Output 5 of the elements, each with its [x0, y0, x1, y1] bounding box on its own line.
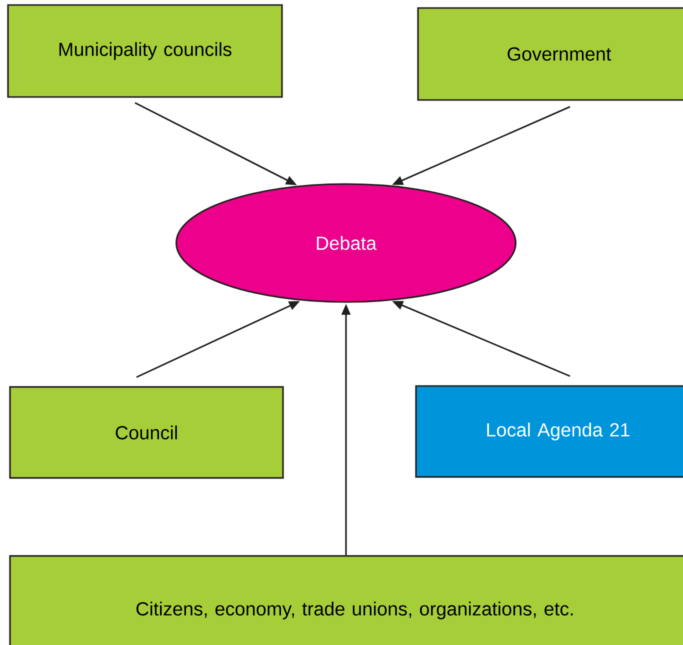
process-box: Local Agenda 21	[415, 385, 683, 478]
process-box: Council	[9, 386, 284, 479]
process-box: Municipality councils	[7, 4, 283, 98]
process-box: Citizens, economy, trade unions, organizations, etc.	[9, 555, 683, 645]
process-box: Government	[417, 7, 683, 101]
